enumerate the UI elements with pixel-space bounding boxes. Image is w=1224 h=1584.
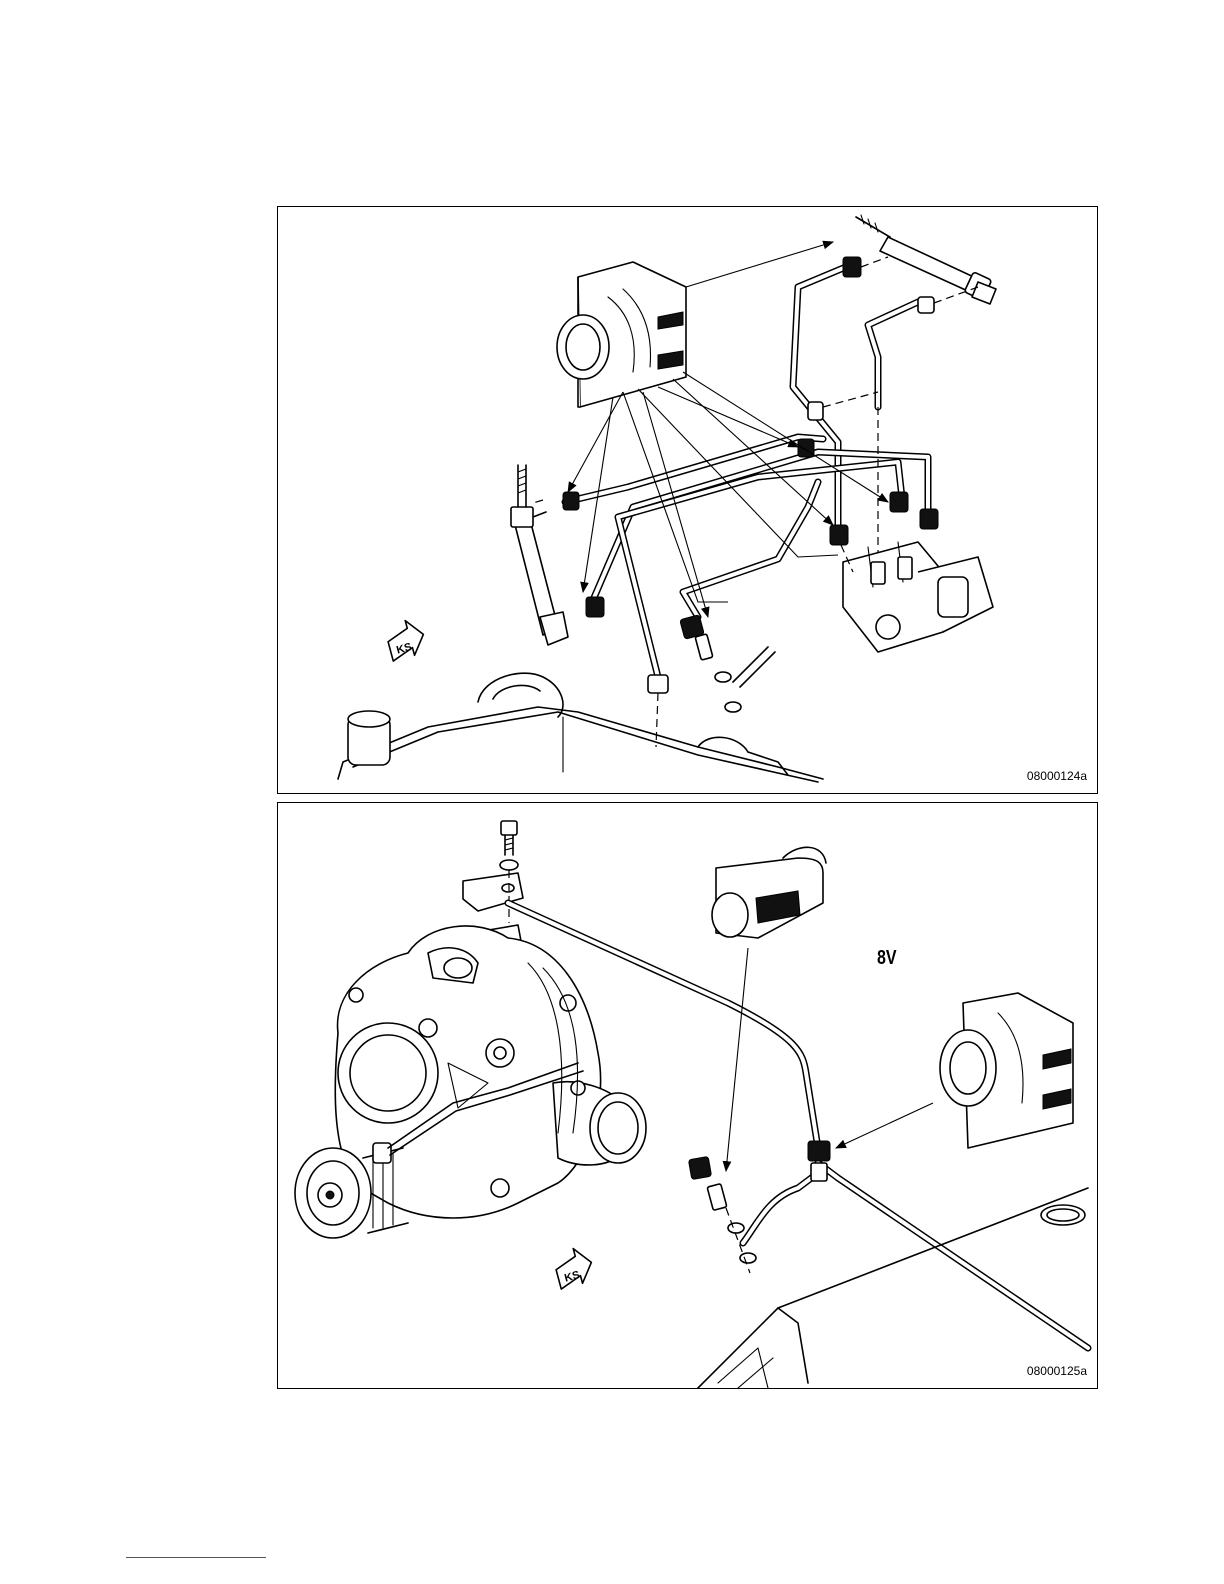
engine-casing	[338, 673, 823, 782]
turbocharger	[295, 926, 646, 1238]
figure-panel-1: KS 08000124a	[277, 206, 1098, 794]
banjo-fitting	[695, 634, 775, 712]
pipe-clamp-housing	[712, 847, 826, 938]
engine-variant-label: 8V	[877, 947, 897, 970]
callout-arrows	[726, 948, 933, 1171]
ks-direction-arrow-icon: KS	[384, 617, 428, 661]
ks-marker-text: KS	[563, 1269, 581, 1285]
turbo-housing-block	[940, 993, 1073, 1148]
exploded-diagram-turbocharger: KS	[278, 803, 1098, 1389]
ks-direction-arrow-icon: KS	[552, 1245, 596, 1289]
ks-marker-text: KS	[395, 641, 413, 657]
fuel-distributor-left	[511, 465, 568, 645]
pipe-nuts	[688, 1141, 830, 1273]
figure-id-label: 08000125a	[1027, 1364, 1087, 1378]
figure-id-label: 08000124a	[1027, 769, 1087, 783]
sensor-rail	[856, 215, 996, 304]
exploded-diagram-fuel-lines: KS	[278, 207, 1098, 794]
fuel-solenoid-valve	[843, 542, 993, 652]
footer-divider	[126, 1557, 266, 1558]
turbo-housing-block	[557, 262, 686, 407]
figure-panel-2: KS 8V 08000125a	[277, 802, 1098, 1389]
